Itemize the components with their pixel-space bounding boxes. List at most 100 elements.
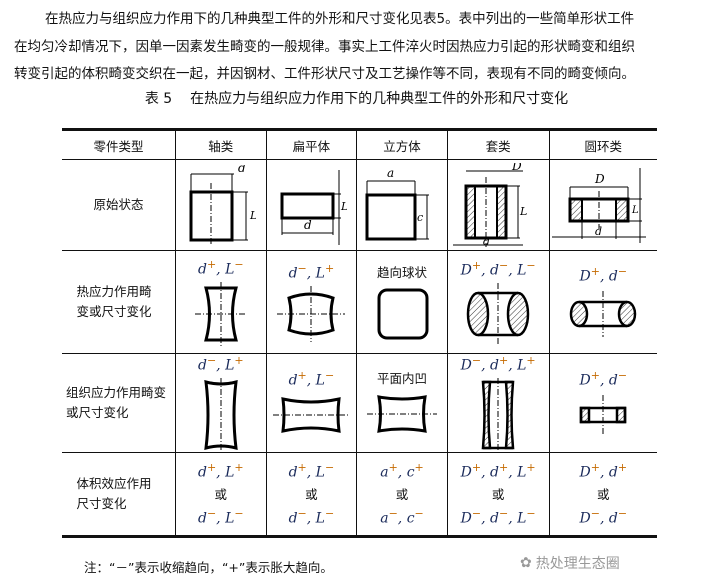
- paragraph-line: 在热应力与组织应力作用下的几种典型工件的外形和尺寸变化见表5。表中列出的一些简单…: [45, 11, 635, 27]
- dimension-change: D+, d−, L−: [460, 259, 536, 279]
- change-sign: −: [471, 507, 482, 521]
- dimension-change: a−, c−: [380, 507, 424, 527]
- row-label-text: 热应力作用畸变或尺寸变化: [76, 284, 152, 319]
- variable: L: [225, 357, 235, 374]
- table-number: 表 5: [144, 91, 173, 107]
- svg-text:d: d: [304, 218, 312, 232]
- dimension-change: a+, c+: [380, 460, 424, 481]
- header-cell: 立方体: [356, 128, 448, 160]
- change-sign: +: [526, 460, 536, 474]
- dimension-change: d+, L−: [197, 258, 244, 278]
- dimension-change: d+, L−: [288, 460, 335, 481]
- change-sign: +: [471, 259, 482, 273]
- variable: d: [490, 510, 499, 527]
- change-sign: −: [234, 507, 244, 521]
- shape-change: 平面内凹: [376, 371, 427, 387]
- change-sign: +: [617, 460, 628, 474]
- flat-thermal-cell: d−, L+: [265, 250, 358, 354]
- table-row: 热应力作用畸变或尺寸变化 d+, L− d−, L+ 趋向球状 D+, d−, …: [62, 250, 657, 354]
- variable: d: [490, 262, 499, 279]
- intro-paragraph: 在热应力与组织应力作用下的几种典型工件的外形和尺寸变化见表5。表中列出的一些简单…: [14, 6, 704, 89]
- svg-text:d: d: [483, 235, 490, 247]
- change-sign: −: [590, 507, 600, 521]
- variable: d: [197, 261, 207, 278]
- shape-change: 趋向球状: [376, 264, 427, 280]
- header-cell: 零件类型: [62, 128, 176, 160]
- change-sign: +: [206, 258, 217, 272]
- change-sign: +: [526, 354, 536, 367]
- sleeve-transform-cell: D−, d+, L+: [446, 353, 550, 453]
- svg-text:L: L: [519, 205, 527, 218]
- variable: d: [608, 464, 618, 481]
- dimension-change: D−, d+, L+: [460, 354, 536, 374]
- paragraph-line: 转变引起的体积畸变交织在一起，并因钢材、工件形状尺寸及工艺操作等不同，表现有不同…: [14, 66, 635, 82]
- variable: d: [288, 372, 298, 389]
- variable: D: [460, 357, 472, 374]
- dimension-change: d−, L−: [197, 507, 244, 527]
- change-sign: −: [617, 265, 628, 279]
- variable: d: [608, 372, 618, 389]
- row-label: 热应力作用畸变或尺寸变化: [62, 250, 176, 354]
- change-sign: −: [526, 507, 536, 521]
- shaft-drawing: dL: [189, 165, 256, 245]
- ring-transform-drawing: [580, 394, 627, 435]
- shaft-transform-cell: d−, L+: [175, 353, 267, 453]
- change-sign: +: [590, 460, 600, 474]
- change-sign: −: [388, 507, 398, 521]
- dimension-change: d−, L+: [288, 262, 335, 282]
- shaft-thermal-drawing: [194, 281, 247, 346]
- variable: d: [608, 510, 618, 527]
- paragraph-line: 在均匀冷却情况下，因单一因素发生畸变的一般规律。事实上工件淬火时因热应力引起的形…: [14, 38, 635, 55]
- watermark-text: 热处理生态圈: [535, 556, 620, 572]
- change-sign: +: [499, 460, 509, 474]
- header-cell: 轴类: [175, 128, 267, 160]
- variable: D: [579, 464, 591, 481]
- cube-thermal-drawing: [377, 288, 429, 339]
- variable: L: [517, 262, 527, 279]
- ring-transform-cell: D+, d−: [548, 353, 657, 453]
- cube-transform-cell: 平面内凹: [356, 353, 448, 453]
- variable: a: [380, 510, 389, 527]
- flat-original-drawing: dL: [265, 159, 358, 251]
- variable: L: [517, 510, 527, 527]
- variable: L: [225, 464, 235, 481]
- change-sign: −: [206, 354, 217, 367]
- variable: a: [380, 464, 389, 481]
- row-label-text: 体积效应作用尺寸变化: [76, 475, 152, 511]
- cube-drawing: ac: [365, 166, 430, 241]
- dimension-change: d+, L−: [288, 369, 335, 389]
- variable: d: [490, 464, 499, 481]
- svg-text:L: L: [340, 200, 347, 213]
- change-sign: −: [234, 258, 244, 272]
- dimension-change: d+, L+: [197, 460, 244, 481]
- shaft-transform-drawing: [204, 377, 238, 452]
- svg-text:L: L: [631, 205, 639, 216]
- variable: d: [288, 464, 298, 481]
- svg-text:c: c: [417, 211, 423, 224]
- row-label: 组织应力作用畸变或尺寸变化: [62, 353, 176, 453]
- change-sign: −: [499, 259, 509, 273]
- change-sign: +: [324, 262, 335, 276]
- svg-text:D: D: [511, 163, 522, 173]
- change-sign: −: [324, 507, 335, 521]
- variable: L: [315, 510, 325, 527]
- change-sign: −: [617, 369, 628, 382]
- svg-text:L: L: [249, 209, 256, 222]
- header-cell: 圆环类: [548, 128, 657, 160]
- table-row: 原始状态 dL dL ac DdL DdL: [62, 159, 657, 251]
- sleeve-thermal-cell: D+, d−, L−: [446, 250, 550, 354]
- wechat-icon: ✿: [520, 555, 532, 571]
- row-label: 原始状态: [62, 159, 176, 251]
- change-sign: +: [499, 354, 509, 367]
- dimension-change: d−, L+: [197, 354, 244, 374]
- row-label-text: 原始状态: [93, 197, 144, 212]
- sleeve-transform-drawing: [481, 377, 515, 452]
- dimension-change: d−, L−: [288, 507, 335, 527]
